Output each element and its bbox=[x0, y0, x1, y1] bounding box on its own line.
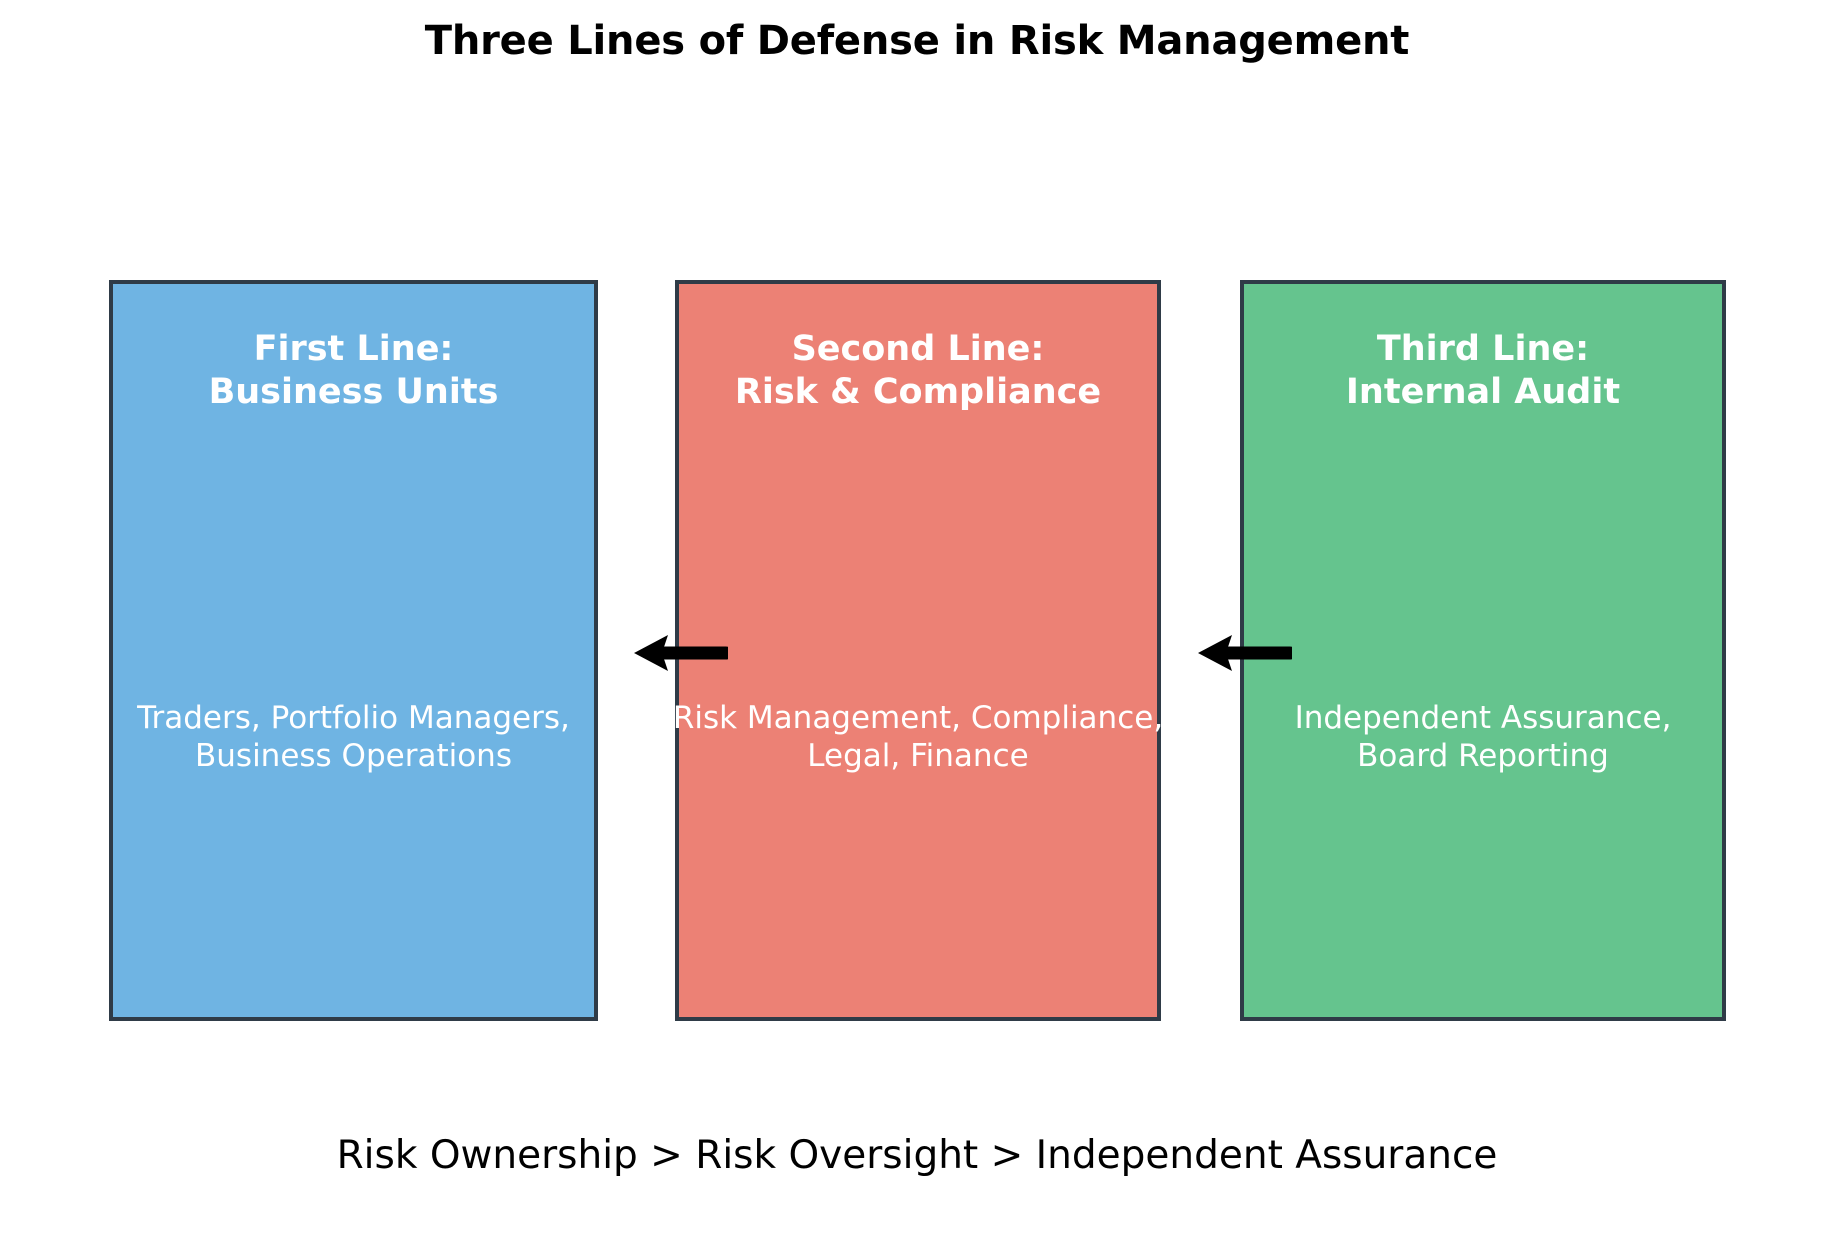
line-box-third-line: Third Line: Internal Audit Independent A… bbox=[1240, 280, 1726, 1021]
line-box-third-line-body: Independent Assurance, Board Reporting bbox=[1294, 700, 1672, 775]
line-box-second-line: Second Line: Risk & Compliance Risk Mana… bbox=[673, 280, 1163, 1021]
diagram-caption: Risk Ownership > Risk Oversight > Indepe… bbox=[336, 1133, 1498, 1178]
diagram-title: Three Lines of Defense in Risk Managemen… bbox=[424, 18, 1410, 64]
line-box-second-line-title: Second Line: Risk & Compliance bbox=[734, 329, 1102, 412]
line-box-first-line-body: Traders, Portfolio Managers, Business Op… bbox=[137, 700, 570, 775]
arrow-second-to-first-icon bbox=[634, 635, 728, 671]
line-box-first-line: First Line: Business Units Traders, Port… bbox=[109, 280, 598, 1021]
line-box-third-line-title: Third Line: Internal Audit bbox=[1345, 329, 1621, 412]
line-box-first-line-title: First Line: Business Units bbox=[208, 329, 499, 412]
line-box-second-line-body: Risk Management, Compliance, Legal, Fina… bbox=[672, 700, 1164, 775]
arrow-third-to-second-icon bbox=[1198, 635, 1292, 671]
